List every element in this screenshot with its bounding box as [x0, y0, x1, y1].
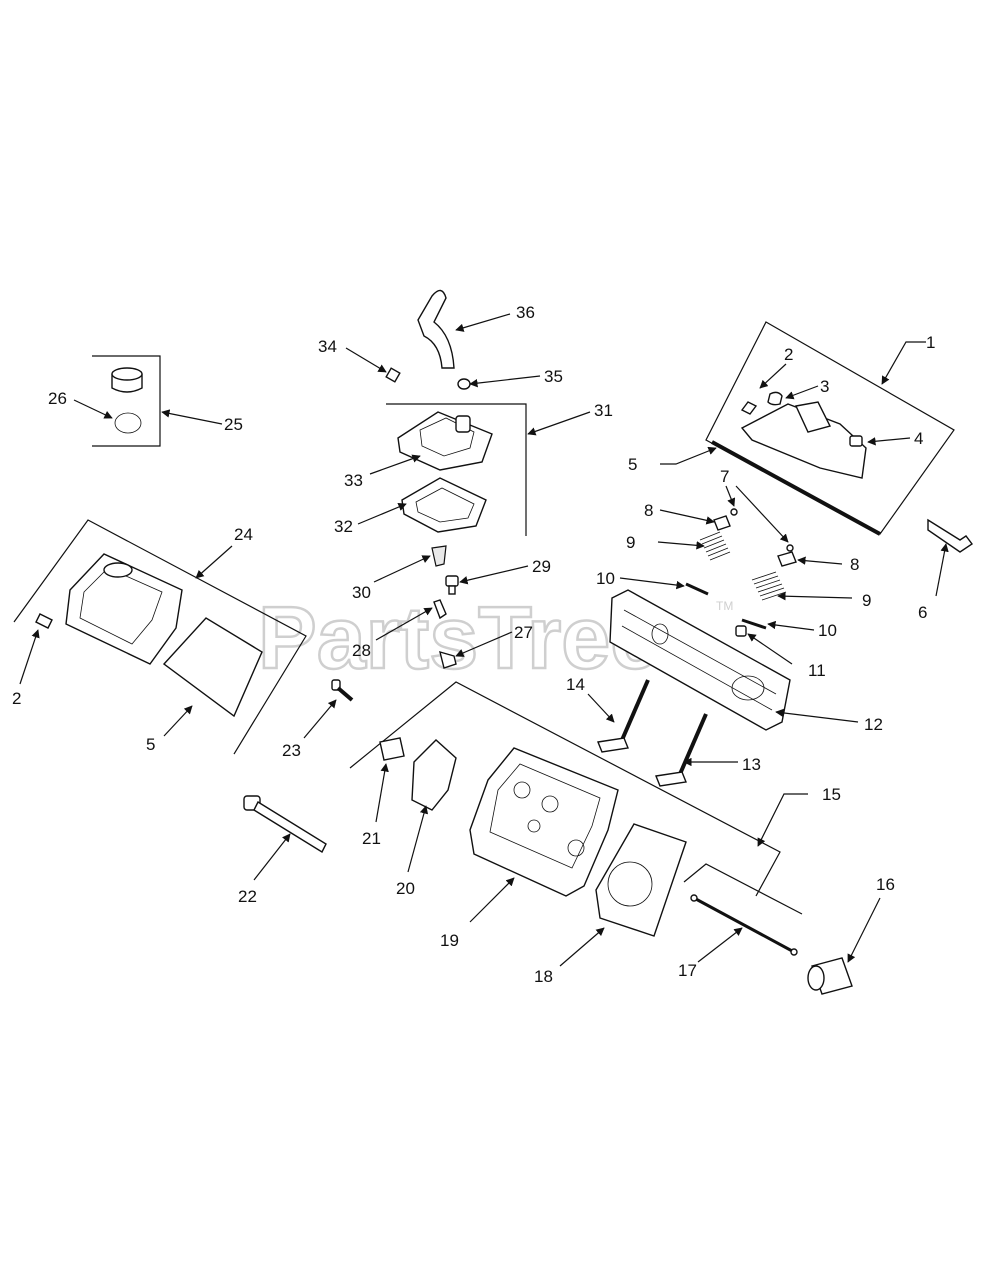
callout-27: 27	[514, 623, 533, 642]
callout-30: 30	[352, 583, 371, 602]
part-valve-cover	[65, 553, 183, 665]
part-valve-13	[655, 713, 708, 787]
part-screw-29	[445, 575, 459, 595]
callout-22: 22	[238, 887, 257, 906]
callout-12: 12	[864, 715, 883, 734]
part-plate-20	[411, 739, 457, 811]
callout-28: 28	[352, 641, 371, 660]
callout-17: 17	[678, 961, 697, 980]
watermark-trademark: TM	[716, 599, 733, 613]
part-spring-9a	[699, 531, 731, 561]
callout-3: 3	[820, 377, 829, 396]
part-spring-9b	[751, 571, 787, 601]
part-rocker-housing	[609, 589, 791, 731]
callout-9-right: 9	[862, 591, 871, 610]
part-rocker-box	[740, 391, 867, 479]
callout-15: 15	[822, 785, 841, 804]
part-breather-tube	[385, 289, 471, 390]
callout-14: 14	[566, 675, 585, 694]
callout-21: 21	[362, 829, 381, 848]
part-retainer-8b	[777, 544, 797, 567]
part-breather-gasket	[401, 477, 487, 533]
part-reed-valve	[431, 545, 447, 567]
part-valve-14	[597, 679, 650, 753]
callout-16: 16	[876, 875, 895, 894]
part-spacer-21	[379, 737, 405, 761]
part-pin-10b	[741, 618, 767, 630]
callout-36: 36	[516, 303, 535, 322]
callout-18: 18	[534, 967, 553, 986]
callout-10-left: 10	[596, 569, 615, 588]
callout-9-left: 9	[626, 533, 635, 552]
part-cover-gasket	[162, 617, 263, 718]
part-tappet	[807, 957, 853, 995]
callout-31: 31	[594, 401, 613, 420]
callout-32: 32	[334, 517, 353, 536]
part-bolt-22	[243, 795, 327, 853]
callout-1: 1	[926, 333, 935, 352]
callout-11: 11	[808, 661, 826, 680]
part-link-27	[439, 650, 457, 669]
callout-10-right: 10	[818, 621, 837, 640]
part-bolt-23	[331, 679, 354, 702]
callout-26: 26	[48, 389, 67, 408]
callout-6: 6	[918, 603, 927, 622]
part-breather-cover	[397, 411, 493, 471]
callout-5-top: 5	[628, 455, 637, 474]
callout-33: 33	[344, 471, 363, 490]
callout-35: 35	[544, 367, 563, 386]
part-cylinder-head	[469, 747, 619, 897]
part-head-gasket	[595, 823, 687, 937]
part-seal-11	[735, 625, 747, 637]
part-gasket-strip	[711, 440, 881, 536]
callout-20: 20	[396, 879, 415, 898]
part-link-28	[433, 599, 447, 620]
callout-7: 7	[720, 467, 729, 486]
callout-13: 13	[742, 755, 761, 774]
part-oil-cap	[111, 367, 143, 434]
callout-8-left: 8	[644, 501, 653, 520]
part-bolt-2	[35, 613, 53, 629]
callout-29: 29	[532, 557, 551, 576]
watermark-text: PartsTree	[258, 588, 659, 687]
callout-34: 34	[318, 337, 337, 356]
leader-lines	[19, 313, 949, 967]
part-bracket-6	[927, 518, 974, 553]
callout-4: 4	[914, 429, 923, 448]
callout-8-right: 8	[850, 555, 859, 574]
callout-25: 25	[224, 415, 243, 434]
watermark: PartsTree TM	[257, 587, 734, 689]
part-push-rod	[690, 894, 798, 956]
part-pin-10a	[685, 582, 709, 596]
callout-2-top: 2	[784, 345, 793, 364]
callout-19: 19	[440, 931, 459, 950]
callout-24: 24	[234, 525, 253, 544]
callout-23: 23	[282, 741, 301, 760]
callout-2-left: 2	[12, 689, 21, 708]
part-retainer-8a	[713, 508, 738, 531]
callout-5-left: 5	[146, 735, 155, 754]
group-frames	[13, 321, 955, 915]
callout-labels: 1 2 2 3 4 5 5 6 7 8 8 9 9 10 10 11 12 13…	[12, 303, 935, 986]
